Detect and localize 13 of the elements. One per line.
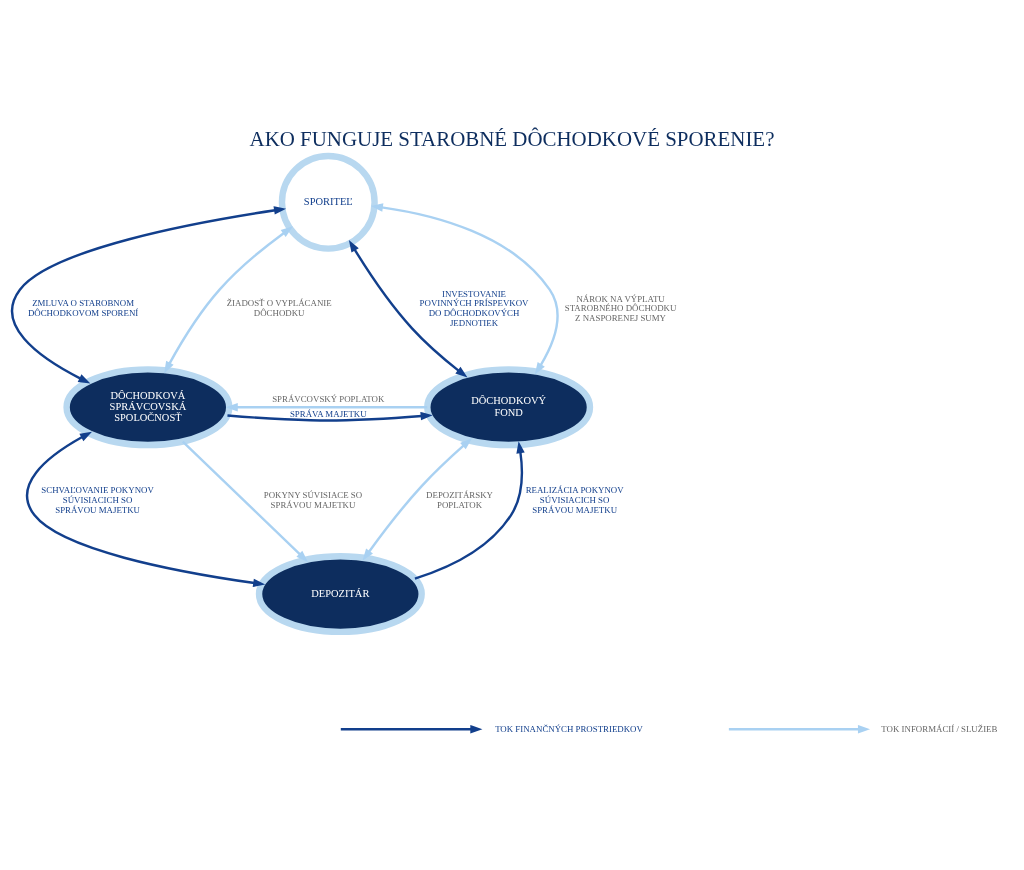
edge-label: REALIZÁCIA POKYNOV SÚVISIACICH SO SPRÁVOU MAJETKU bbox=[525, 485, 624, 515]
diagram-title: AKO FUNGUJE STAROBNÉ DÔCHODKOVÉ SPORENIE? bbox=[249, 127, 775, 152]
edge-label: ZMLUVA O STAROBNOM DÔCHODKOVOM SPORENÍ bbox=[27, 298, 139, 319]
edge-label: SPRÁVCOVSKÝ POPLATOK bbox=[272, 394, 385, 405]
edge-label: NÁROK NA VÝPLATU STAROBNÉHO DÔCHODKU Z NASPORENEJ SUMY bbox=[564, 293, 677, 323]
edge-label: POKYNY SÚVISIACE SO SPRÁVOU MAJETKU bbox=[263, 490, 363, 510]
edge-label: DEPOZITÁRSKY POPLATOK bbox=[426, 490, 493, 510]
edge-label: ŽIADOSŤ O VYPLÁCANIE DÔCHODKU bbox=[226, 298, 332, 319]
legend-label: TOK INFORMÁCIÍ / SLUŽIEB bbox=[881, 723, 998, 734]
edge-label: SPRÁVA MAJETKU bbox=[289, 408, 367, 419]
edge-label: INVESTOVANIE POVINNÝCH PRÍSPEVKOV DO DÔCHODKOVÝCH JEDNOTIEK bbox=[419, 288, 529, 328]
legend-label: TOK FINANČNÝCH PROSTRIEDKOV bbox=[495, 723, 643, 734]
edge-label: SCHVAĽOVANIE POKYNOV SÚVISIACICH SO SPRÁVOU MAJETKU bbox=[41, 485, 154, 515]
